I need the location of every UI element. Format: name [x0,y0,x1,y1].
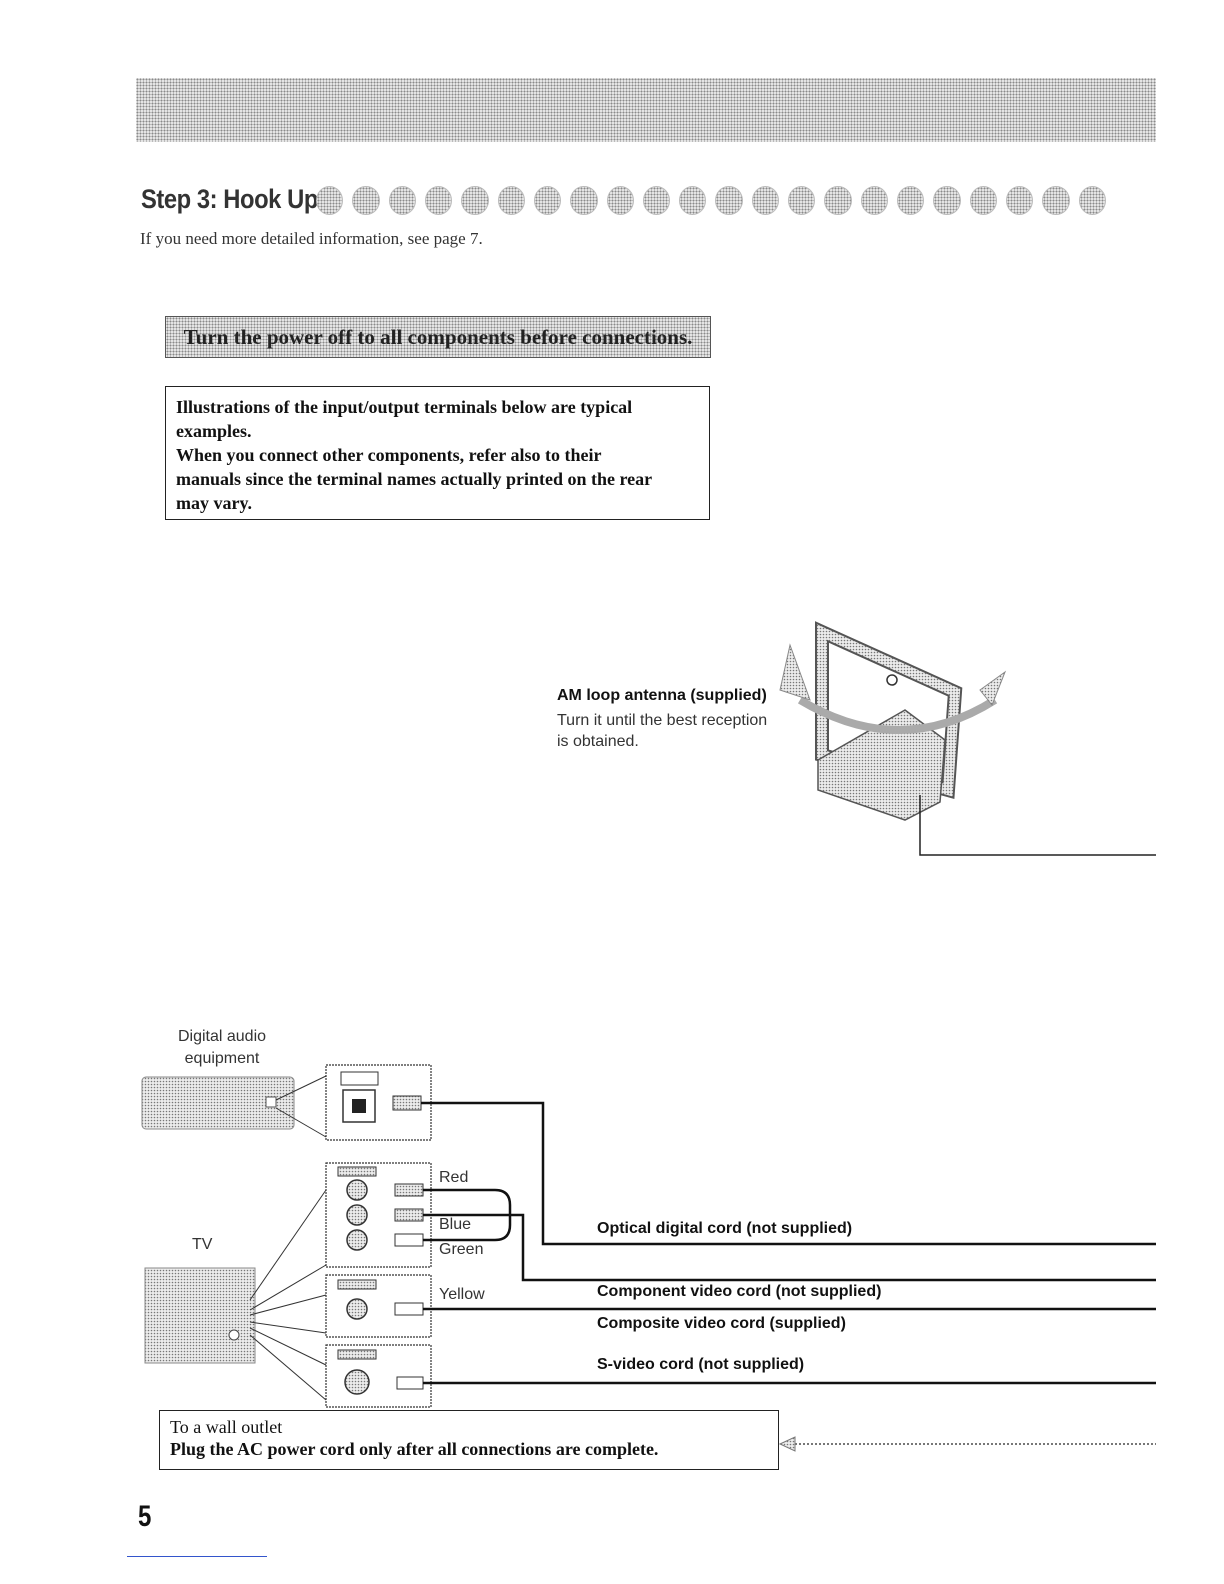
intro-text: If you need more detailed information, s… [140,229,483,248]
antenna-desc-line: Turn it until the best reception [557,712,768,729]
tv-equipment [144,1162,432,1408]
note-line: may vary. [176,493,252,513]
wall-outlet-instruction: Plug the AC power cord only after all co… [170,1439,659,1459]
tv-label: TV [192,1236,213,1253]
digital-audio-equipment [141,1064,432,1141]
page-number: 5 [138,1500,152,1533]
page-title: Step 3: Hook Up [141,184,318,214]
component-cord-label: Component video cord (not supplied) [597,1283,882,1300]
header-banner [136,78,1156,142]
digital-audio-label-line: equipment [184,1050,260,1067]
antenna-desc-line: is obtained. [557,733,639,750]
optical-cord-label: Optical digital cord (not supplied) [597,1220,853,1237]
yellow-label: Yellow [439,1286,485,1303]
cords [421,1101,1156,1452]
red-label: Red [439,1169,469,1186]
digital-audio-label: Digital audio equipment [172,1026,272,1070]
antenna-description: Turn it until the best reception is obta… [557,710,797,752]
note-line: manuals since the terminal names actuall… [176,469,653,489]
green-label: Green [439,1241,484,1258]
antenna-label: AM loop antenna (supplied) [557,687,767,704]
digital-audio-label-line: Digital audio [177,1028,267,1045]
note-line: Illustrations of the input/output termin… [176,397,633,417]
footer-line [127,1556,267,1557]
blue-label: Blue [439,1216,472,1233]
note-line: When you connect other components, refer… [176,445,602,465]
title-decoration [316,186,1106,216]
warning-banner: Turn the power off to all components bef… [165,316,711,358]
am-antenna-illustration [779,621,1156,856]
svideo-cord-label: S-video cord (not supplied) [597,1356,805,1373]
composite-cord-label: Composite video cord (supplied) [597,1315,846,1332]
wall-outlet-title: To a wall outlet [170,1417,283,1437]
note-line: examples. [176,421,252,441]
wall-outlet-note: To a wall outlet Plug the AC power cord … [159,1410,779,1470]
illustration-note: Illustrations of the input/output termin… [165,386,710,520]
